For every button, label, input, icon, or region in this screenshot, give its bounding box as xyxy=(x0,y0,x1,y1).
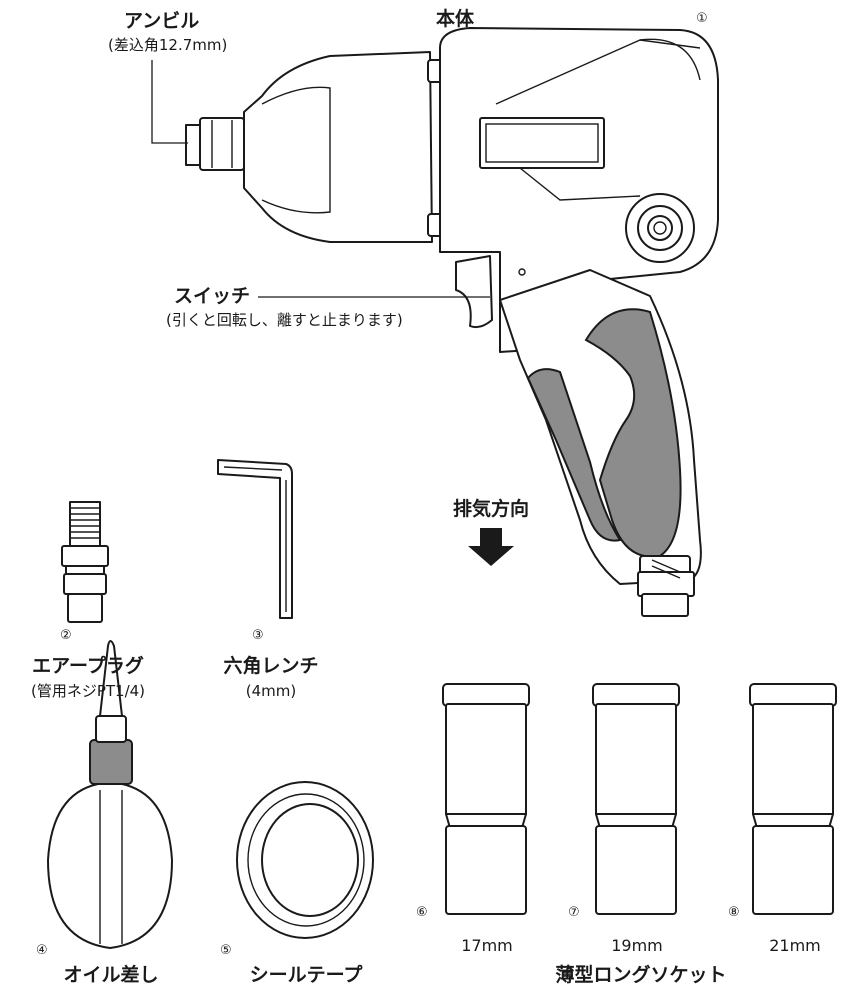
motor-housing xyxy=(439,27,719,353)
anvil-label: アンビル xyxy=(124,10,200,32)
plug-label: エアープラグ xyxy=(32,655,144,677)
wrench-number: ③ xyxy=(252,628,264,643)
hammer-case xyxy=(243,51,433,243)
impact-wrench-illustration xyxy=(185,27,719,617)
switch-description: (引くと回転し、離すと止まります) xyxy=(166,311,403,329)
socket-21-size: 21mm xyxy=(769,936,821,955)
tape-number: ⑤ xyxy=(220,943,232,958)
socket-21-number: ⑧ xyxy=(728,905,740,920)
grip-rubber-2 xyxy=(526,368,622,542)
plug-spec: (管用ネジPT1/4) xyxy=(30,682,146,700)
anvil-spec: (差込角12.7mm) xyxy=(108,36,228,54)
air-inlet-nut xyxy=(637,571,695,597)
wrench-label: 六角レンチ xyxy=(223,655,319,677)
sockets-label: 薄型ロングソケット xyxy=(555,964,727,986)
trigger xyxy=(455,255,493,329)
socket-19-number: ⑦ xyxy=(568,905,580,920)
oil-number: ④ xyxy=(36,943,48,958)
exhaust-direction-label: 排気方向 xyxy=(452,498,530,520)
socket-19mm-illustration xyxy=(592,683,680,915)
body-number: ① xyxy=(696,11,708,26)
label-window xyxy=(479,117,605,169)
oil-label: オイル差し xyxy=(63,964,159,986)
switch-label: スイッチ xyxy=(174,285,251,307)
wrench-spec: (4mm) xyxy=(245,682,297,700)
plug-number: ② xyxy=(60,628,72,643)
tape-label: シールテープ xyxy=(249,964,363,986)
oil-bottle-cap xyxy=(89,739,133,785)
seal-tape-illustration xyxy=(236,781,374,939)
socket-19-size: 19mm xyxy=(611,936,663,955)
oil-bottle-illustration xyxy=(47,640,173,949)
socket-21mm-illustration xyxy=(749,683,837,915)
socket-17-size: 17mm xyxy=(461,936,513,955)
hex-wrench-illustration xyxy=(217,459,293,619)
socket-17-number: ⑥ xyxy=(416,905,428,920)
air-plug-illustration xyxy=(61,501,109,623)
body-label: 本体 xyxy=(435,8,475,30)
exhaust-arrow-icon xyxy=(468,528,514,566)
anvil-leader-line xyxy=(151,60,188,144)
socket-17mm-illustration xyxy=(442,683,530,915)
anvil-collar xyxy=(199,117,245,171)
